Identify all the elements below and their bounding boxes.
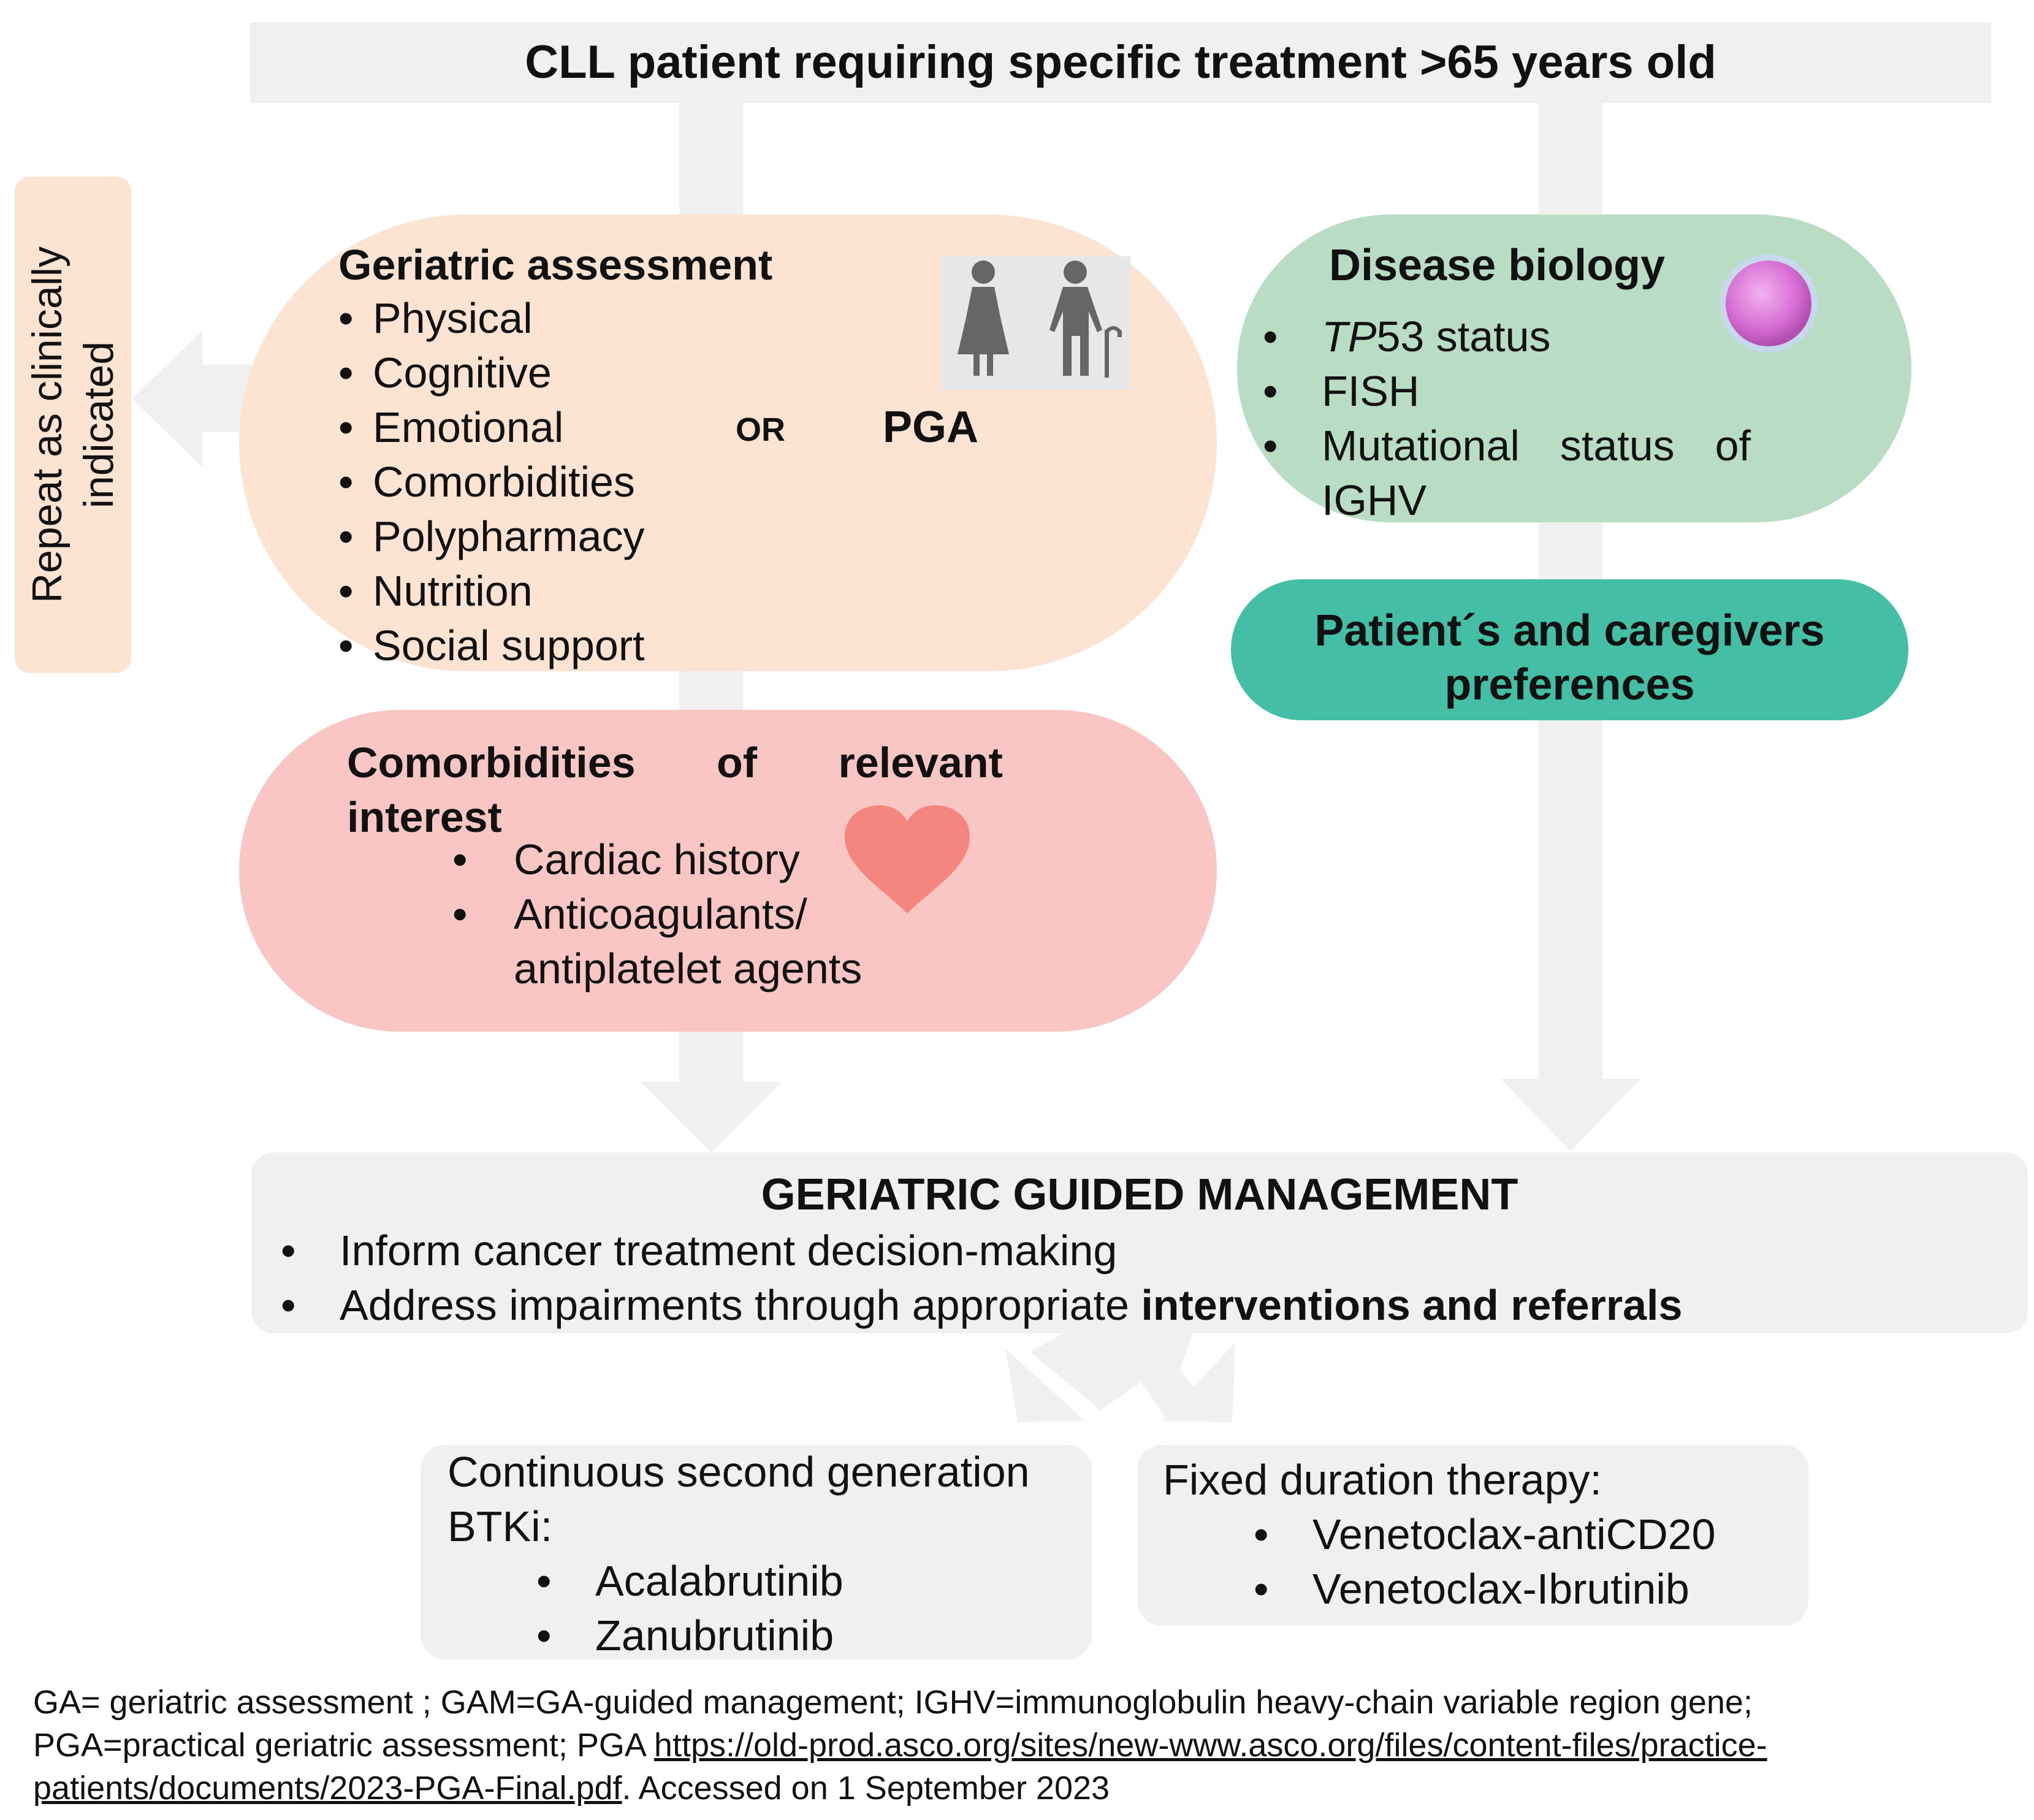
list-item: •Inform cancer treatment decision-making [281,1227,1118,1274]
diagram-title: CLL patient requiring specific treatment… [525,36,1716,88]
or-label: OR [736,411,785,448]
preferences-label: Patient´s and caregivers preferences [1314,606,1825,709]
pga-link-continuation[interactable]: patients/documents/2023-PGA-Final.pdf [33,1770,622,1807]
list-item: •Comorbidities [338,458,635,506]
split-arrow-left-head [1005,1349,1085,1422]
footnote-line3: patients/documents/2023-PGA-Final.pdf. A… [33,1770,1110,1807]
footnote-line1: GA= geriatric assessment ; GAM=GA-guided… [33,1684,1753,1721]
fixed-duration-box [1137,1445,1808,1626]
fixed-duration-title: Fixed duration therapy: [1163,1456,1602,1504]
list-item: •Mutational status of [1263,422,1751,470]
continuous-therapy-list: •Acalabrutinib •Zanubrutinib [536,1554,844,1663]
preferences-box [1231,579,1908,720]
cell-icon [1720,254,1818,352]
comorbidities-box [239,710,1217,1032]
list-item: •Venetoclax-antiCD20 [1254,1510,1716,1558]
continuous-therapy-title: Continuous second generation BTKi: [448,1448,1030,1550]
fixed-duration-list: •Venetoclax-antiCD20 •Venetoclax-Ibrutin… [1254,1507,1716,1616]
list-item: •FISH [1263,367,1420,415]
repeat-label: Repeat as clinically indicated [24,246,122,604]
list-item: •Cardiac history [452,836,800,883]
management-title: GERIATRIC GUIDED MANAGEMENT [761,1170,1518,1219]
list-item: •Acalabrutinib [536,1557,844,1605]
split-arrow-left [1030,1333,1159,1410]
repeat-arrow-head [132,331,202,467]
disease-biology-title: Disease biology [1329,241,1666,290]
continuous-therapy-box [421,1445,1092,1659]
management-list: •Inform cancer treatment decision-making… [281,1224,1682,1333]
repeat-box [15,177,131,673]
right-arrow-head [1501,1079,1640,1151]
comorbidities-title: Comorbidities of relevant interest [347,739,1003,841]
elderly-couple-icon [942,256,1130,390]
geriatric-assessment-list: •Physical •Cognitive •Emotional •Comorbi… [338,291,645,673]
list-item-continuation: antiplatelet agents [514,945,863,992]
heart-icon [845,805,970,913]
list-item: •Nutrition [338,567,533,615]
list-item: •Social support [338,622,645,669]
list-item: •Address impairments through appropriate… [281,1281,1683,1329]
title-bar [250,22,1991,103]
list-item: •TP53 status [1263,313,1551,360]
list-item: •Anticoagulants/ [452,890,807,938]
list-item: •Emotional [338,403,564,451]
list-item: •Polypharmacy [338,512,645,560]
split-arrow-right-head [1162,1342,1235,1422]
geriatric-assessment-title: Geriatric assessment [338,241,773,289]
disease-biology-list: •TP53 status •FISH •Mutational status of… [1263,310,1751,528]
list-item-continuation: IGHV [1322,476,1427,524]
list-item: •Venetoclax-Ibrutinib [1254,1565,1689,1613]
footnote-line2: PGA=practical geriatric assessment; PGA … [33,1727,1767,1764]
management-box [251,1152,2028,1333]
footnote: GA= geriatric assessment ; GAM=GA-guided… [33,1681,1995,1810]
pga-link[interactable]: https://old-prod.asco.org/sites/new-www.… [653,1727,1767,1764]
left-arrow-head [641,1082,782,1152]
list-item: •Cognitive [338,349,552,397]
comorbidities-list: •Cardiac history •Anticoagulants/ antipl… [452,832,862,996]
list-item: •Zanubrutinib [536,1612,834,1659]
pga-label: PGA [883,403,979,452]
list-item: •Physical [338,294,533,342]
